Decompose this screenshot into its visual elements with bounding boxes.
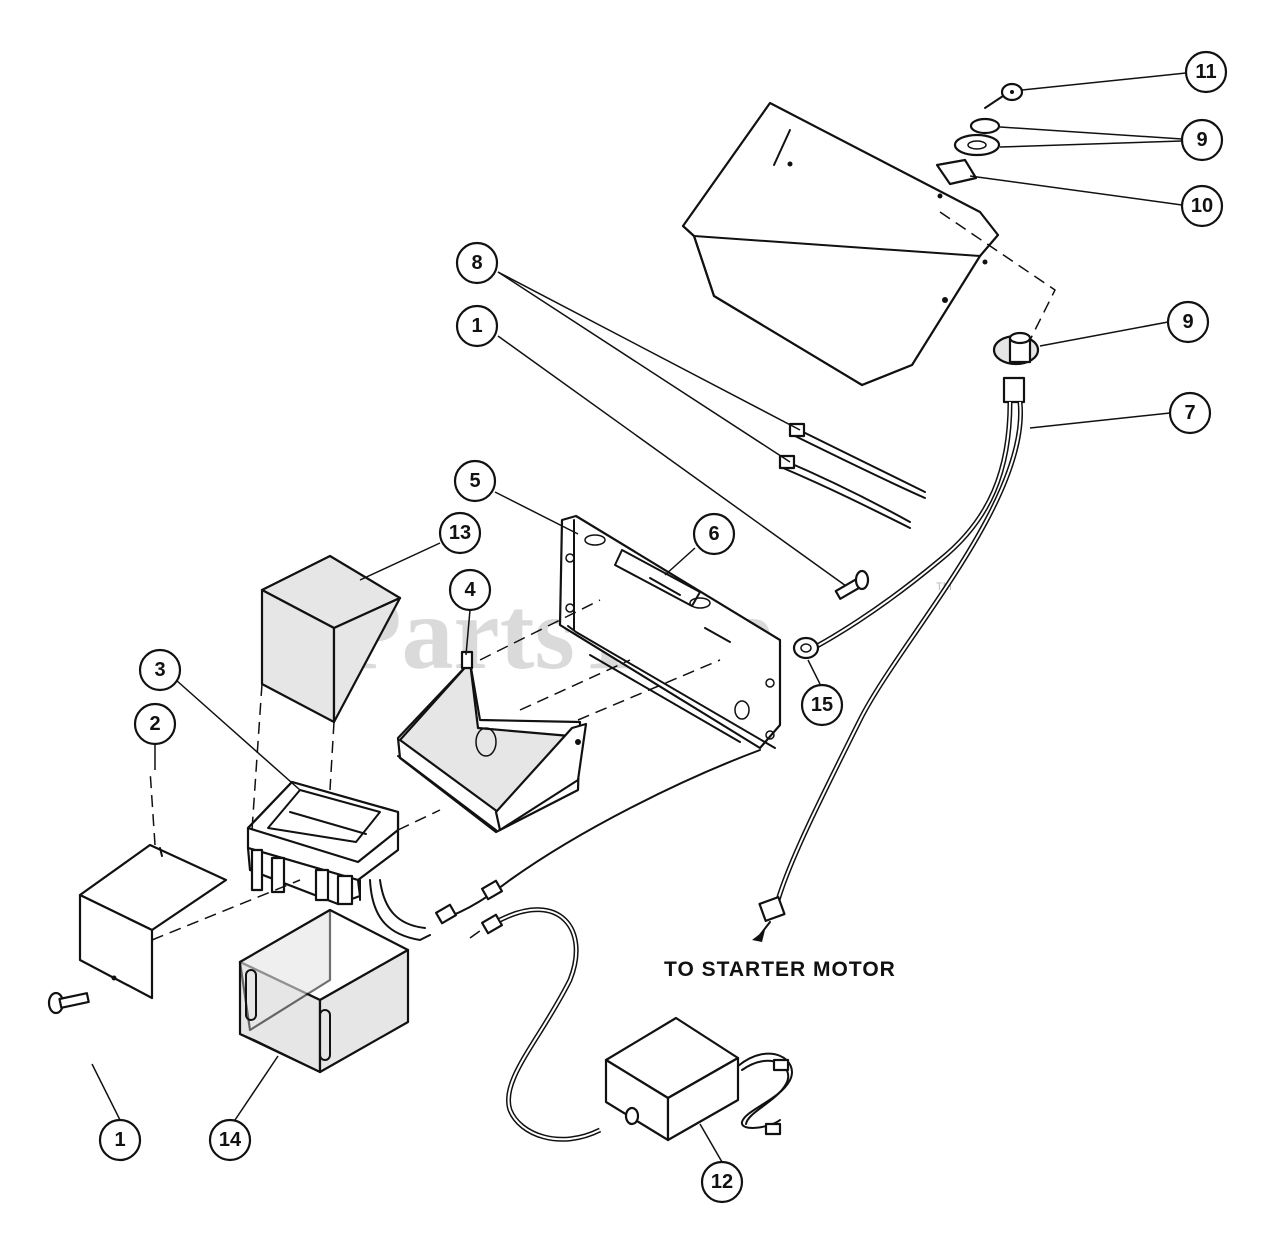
callout-14: 14 (208, 1118, 252, 1162)
callout-9-switch: 9 (1166, 300, 1210, 344)
grommet (792, 636, 820, 660)
callout-4: 4 (448, 568, 492, 612)
callout-6: 6 (692, 512, 736, 556)
callout-13: 13 (438, 511, 482, 555)
battery-boot (238, 908, 410, 1074)
callout-9-switch-label: 9 (1182, 311, 1193, 333)
wire-harness (752, 401, 1023, 942)
leader-lines (91, 72, 1187, 1163)
callout-4-label: 4 (464, 579, 476, 601)
callout-14-label: 14 (219, 1129, 242, 1151)
callout-6-label: 6 (708, 523, 719, 545)
callout-3: 3 (138, 648, 182, 692)
terminal-cover (78, 843, 228, 1000)
callout-11-label: 11 (1195, 61, 1216, 83)
battery-tray (396, 650, 588, 834)
callout-1-upper-label: 1 (471, 315, 482, 337)
callout-2: 2 (133, 702, 177, 746)
starter-motor-note: TO STARTER MOTOR (664, 958, 896, 981)
switch-nut (953, 117, 1001, 157)
cable-ties (778, 422, 926, 529)
mounting-bolt (834, 569, 870, 600)
battery-charger-lead (434, 749, 761, 1142)
terminal-screw (47, 991, 90, 1015)
callout-5-label: 5 (469, 470, 480, 492)
callout-11: 11 (1184, 50, 1228, 94)
ignition-key (984, 82, 1024, 109)
callout-8: 8 (455, 241, 499, 285)
callout-1-lower-label: 1 (114, 1129, 125, 1151)
callout-10-label: 10 (1191, 195, 1213, 217)
callout-12-label: 12 (711, 1171, 733, 1193)
callout-9-top-label: 9 (1196, 129, 1207, 151)
callout-15-label: 15 (811, 694, 833, 716)
callout-13-label: 13 (449, 522, 471, 544)
callout-10: 10 (1180, 184, 1224, 228)
battery-mounting-plate (558, 514, 782, 750)
dash-panel-cover (681, 101, 1000, 387)
callout-15: 15 (800, 683, 844, 727)
callout-7: 7 (1168, 391, 1212, 435)
callout-7-label: 7 (1184, 402, 1195, 424)
callout-8-label: 8 (471, 252, 482, 274)
callout-1-lower: 1 (98, 1118, 142, 1162)
callout-5: 5 (453, 459, 497, 503)
assembly-lines (149, 599, 721, 941)
callout-9-top: 9 (1180, 118, 1224, 162)
alignment-line (939, 211, 1056, 341)
ignition-switch (992, 331, 1040, 404)
callout-2-label: 2 (149, 713, 160, 735)
battery-hold-down (260, 554, 402, 724)
callout-1-upper: 1 (455, 304, 499, 348)
callout-3-label: 3 (154, 659, 165, 681)
callout-12: 12 (700, 1160, 744, 1204)
battery-charger (604, 1016, 793, 1142)
battery (246, 780, 431, 941)
switch-bezel (935, 158, 978, 186)
